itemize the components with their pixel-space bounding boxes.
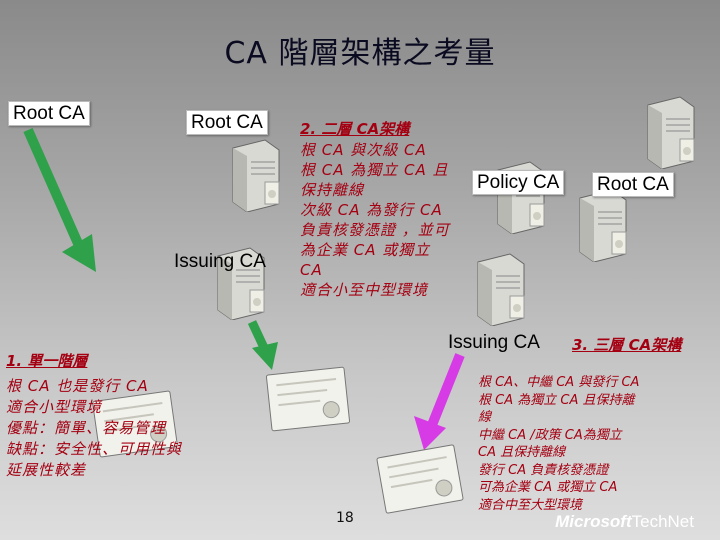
section-text-two-tier: 根 CA 與次級 CA 根 CA 為獨立 CA 且 保持離線 次級 CA 為發行… (300, 140, 450, 300)
server-icon-root-center (232, 139, 280, 212)
label-root-ca-single: Root CA (8, 101, 90, 126)
text-line: 適合小至中型環境 (300, 281, 429, 299)
section-heading-three-tier: 3. 三層 CA架構 (572, 336, 682, 354)
label-issuing-ca-two-tier: Issuing CA (174, 251, 266, 272)
text-line: 中繼 CA /政策 CA為獨立 (478, 427, 622, 443)
text-line: 線 (478, 410, 492, 425)
slide-number: 18 (336, 510, 354, 526)
text-line: 延展性較差 (6, 461, 87, 479)
label-root-ca-three-tier: Root CA (592, 172, 674, 197)
certificate-icon (92, 390, 178, 458)
certificate-icon (376, 444, 464, 514)
text-line: 為企業 CA 或獨立 (300, 241, 431, 259)
slide-title: CA 階層架構之考量 (224, 36, 496, 71)
section-text-single-tier: 根 CA 也是發行 CA 適合小型環境 優點：簡單、容易管理 缺點：安全性、可用… (6, 376, 182, 481)
text-line: CA (300, 261, 323, 279)
text-line: 可為企業 CA 或獨立 CA (478, 480, 618, 495)
text-line: 根 CA 與次級 CA (300, 141, 427, 159)
text-line: CA 且保持離線 (478, 445, 566, 460)
text-line: 根 CA 為獨立 CA 且 (300, 161, 449, 179)
text-line: 根 CA、中繼 CA 與發行 CA (478, 375, 640, 390)
label-issuing-ca-three-tier: Issuing CA (448, 332, 540, 353)
text-line: 適合中至大型環境 (478, 497, 583, 513)
text-line: 發行 CA 負責核發憑證 (478, 462, 609, 478)
server-icon-issuing-right (477, 253, 525, 326)
text-line: 優點：簡單、容易管理 (6, 419, 167, 437)
server-icon-intermediate-right (579, 189, 627, 262)
logo-brand: Microsoft (555, 512, 632, 531)
server-icon-root-right (647, 96, 695, 169)
section-heading-single-tier: 1. 單一階層 (6, 352, 88, 370)
text-line: 缺點：安全性、可用性與 (6, 440, 183, 458)
section-heading-two-tier: 2. 二層 CA架構 (300, 120, 410, 138)
microsoft-technet-logo: MicrosoftTechNet (555, 512, 694, 532)
text-line: 根 CA 為獨立 CA 且保持離 (478, 392, 635, 408)
text-line: 負責核發憑證 ，並可 (300, 221, 450, 239)
text-line: 次級 CA 為發行 CA (300, 201, 443, 219)
section-text-three-tier: 根 CA、中繼 CA 與發行 CA 根 CA 為獨立 CA 且保持離 線 中繼 … (478, 374, 639, 514)
text-line: 適合小型環境 (6, 398, 103, 416)
arrow-issuing-to-cert-center (247, 320, 278, 370)
certificate-icon (265, 366, 351, 432)
logo-product: TechNet (631, 512, 694, 531)
text-line: 根 CA 也是發行 CA (6, 377, 149, 395)
arrow-issuing-to-cert-right (414, 353, 465, 450)
label-root-ca-two-tier: Root CA (186, 110, 268, 135)
text-line: 保持離線 (300, 181, 365, 199)
label-policy-ca: Policy CA (472, 170, 565, 195)
arrow-root-to-cert-left (23, 127, 96, 272)
server-icon-issuing-center (217, 247, 265, 320)
